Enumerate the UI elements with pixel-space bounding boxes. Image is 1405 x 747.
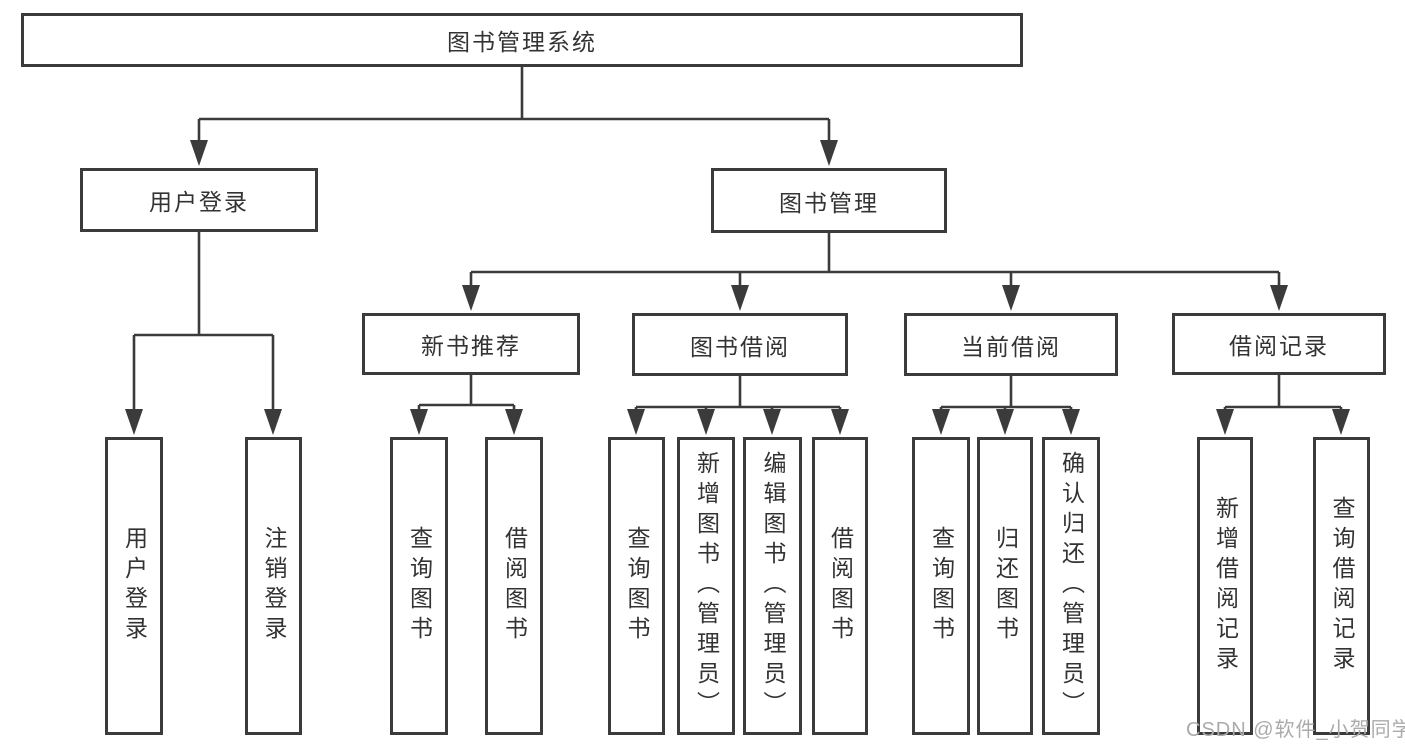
- node-root: 图书管理系统: [21, 13, 1023, 67]
- node-user-login-label: 用户登录: [149, 189, 249, 215]
- edge-user-login-to-leaves: [125, 232, 282, 435]
- node-book-borrow-label: 图书借阅: [690, 333, 790, 360]
- leaf-edit-book-admin-label: 编辑图书（管理员）: [760, 451, 786, 721]
- node-new-book-recommend-label: 新书推荐: [421, 333, 521, 359]
- edge-borrow-records-to-leaves: [1216, 375, 1350, 435]
- node-current-borrow-label: 当前借阅: [961, 333, 1061, 360]
- leaf-add-borrow-record: 新增借阅记录: [1197, 437, 1253, 735]
- node-new-book-recommend: 新书推荐: [362, 313, 580, 375]
- edge-current-borrow-to-leaves: [932, 375, 1080, 435]
- leaf-query-books-recommend-label: 查询图书: [406, 526, 433, 646]
- node-book-borrow: 图书借阅: [632, 313, 848, 376]
- leaf-query-borrow-record-label: 查询借阅记录: [1329, 496, 1355, 676]
- leaf-query-books-borrow: 查询图书: [608, 437, 665, 735]
- node-current-borrow: 当前借阅: [904, 313, 1118, 376]
- node-book-management-label: 图书管理: [779, 189, 879, 216]
- leaf-confirm-return-admin-label: 确认归还（管理员）: [1058, 451, 1085, 721]
- leaf-borrow-books-label: 借阅图书: [827, 526, 854, 646]
- leaf-return-book: 归还图书: [977, 437, 1033, 735]
- leaf-query-borrow-record: 查询借阅记录: [1313, 437, 1370, 735]
- leaf-add-book-admin: 新增图书（管理员）: [677, 437, 735, 735]
- leaf-borrow-books-recommend-label: 借阅图书: [501, 526, 528, 646]
- leaf-logout-label: 注销登录: [261, 526, 287, 646]
- leaf-edit-book-admin: 编辑图书（管理员）: [743, 437, 802, 735]
- leaf-borrow-books: 借阅图书: [812, 437, 868, 735]
- node-borrow-records-label: 借阅记录: [1229, 333, 1329, 359]
- edge-book-management-to-level3: [462, 233, 1288, 311]
- leaf-user-login: 用户登录: [105, 437, 163, 735]
- leaf-query-books-current-label: 查询图书: [928, 526, 955, 646]
- leaf-return-book-label: 归还图书: [992, 526, 1019, 646]
- leaf-confirm-return-admin: 确认归还（管理员）: [1042, 437, 1100, 735]
- leaf-borrow-books-recommend: 借阅图书: [485, 437, 543, 735]
- node-book-management: 图书管理: [711, 168, 947, 233]
- leaf-logout: 注销登录: [245, 437, 302, 735]
- edge-root-to-level2: [190, 67, 838, 166]
- leaf-add-book-admin-label: 新增图书（管理员）: [693, 451, 720, 721]
- node-borrow-records: 借阅记录: [1172, 313, 1386, 375]
- csdn-watermark: CSDN @软件_小贺同学: [1186, 719, 1405, 741]
- node-root-label: 图书管理系统: [447, 29, 597, 55]
- leaf-query-books-borrow-label: 查询图书: [624, 526, 650, 646]
- edge-new-book-recommend-to-leaves: [410, 375, 523, 435]
- leaf-add-borrow-record-label: 新增借阅记录: [1212, 496, 1239, 676]
- leaf-user-login-label: 用户登录: [121, 526, 148, 646]
- leaf-query-books-current: 查询图书: [912, 437, 970, 735]
- node-user-login: 用户登录: [80, 168, 318, 232]
- leaf-query-books-recommend: 查询图书: [390, 437, 448, 735]
- edge-book-borrow-to-leaves: [627, 375, 849, 435]
